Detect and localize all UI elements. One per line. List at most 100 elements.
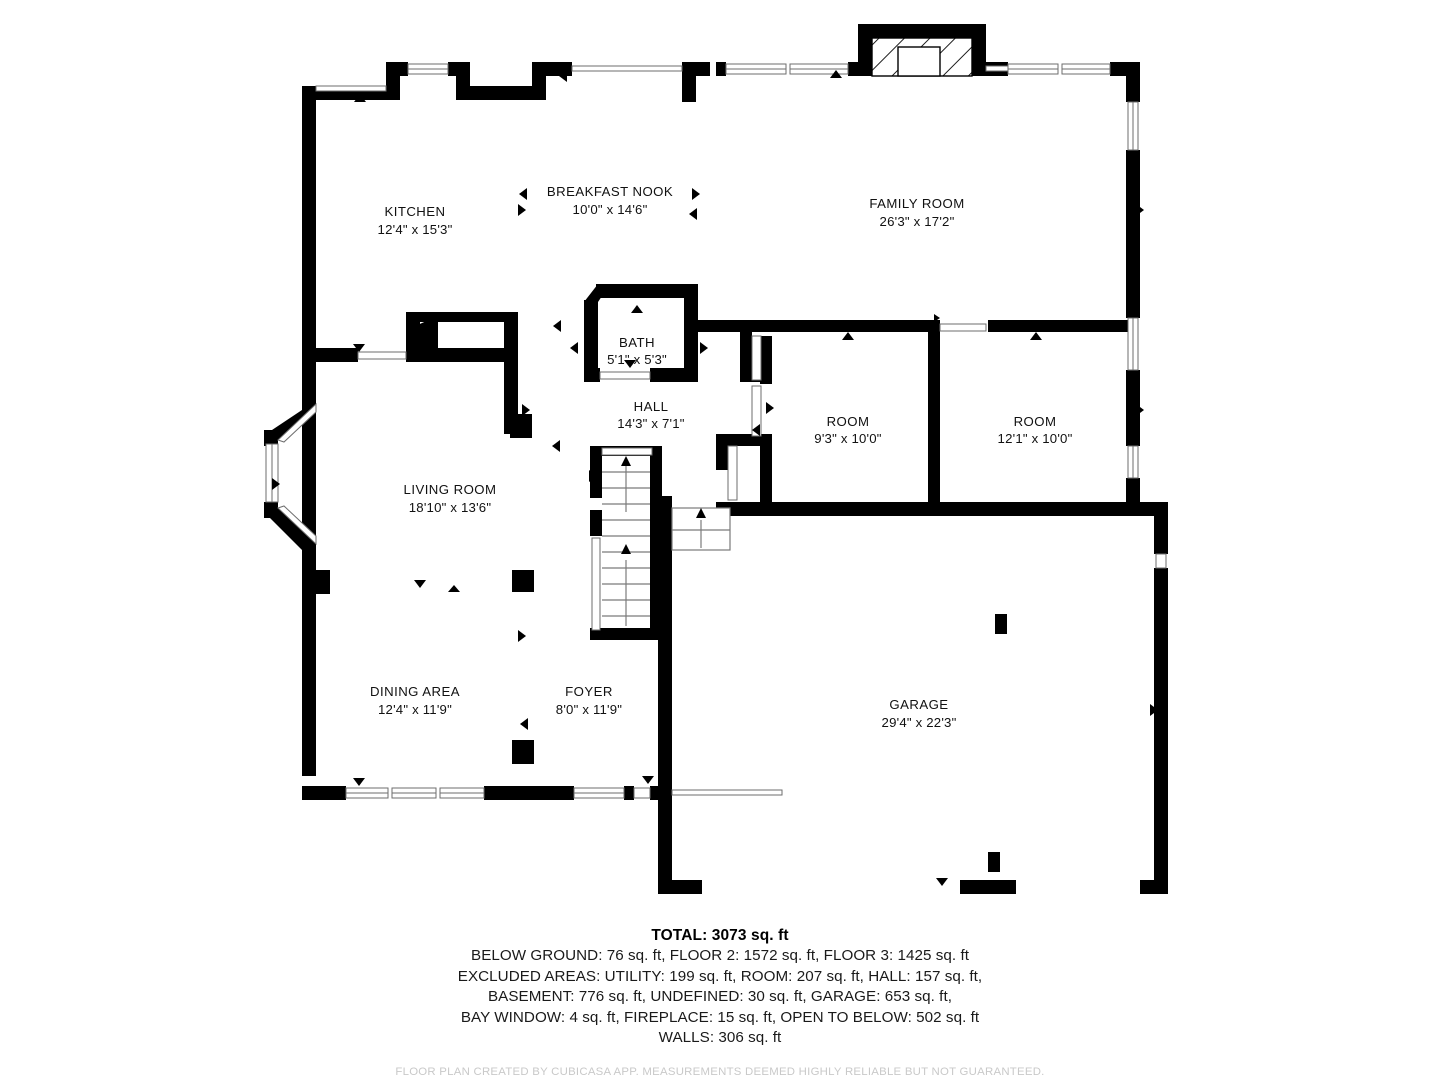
door-marker-kitchen-w (308, 208, 316, 220)
room-dim-room-center: 9'3" x 10'0" (814, 431, 882, 446)
door-marker-room-center-s (942, 508, 954, 516)
window-frame-north-1a (716, 62, 726, 76)
room-dim-dining-area: 12'4" x 11'9" (378, 702, 452, 717)
door-marker-family-n (830, 70, 842, 78)
wall-stair-landing-cap (650, 496, 672, 508)
total-area-text: TOTAL: 3073 sq. ft (651, 927, 789, 944)
door-marker-hall-e (766, 402, 774, 414)
wall-rooms-north-a (698, 320, 934, 332)
window-bay-lower (277, 505, 317, 546)
wall-closet-west (740, 330, 752, 378)
wall-fireplace-sw (858, 62, 872, 76)
summary-line-4: BAY WINDOW: 4 sq. ft, FIREPLACE: 15 sq. … (460, 1008, 980, 1026)
wall-bay-angle-top (266, 404, 316, 440)
room-label-layer: KITCHEN 12'4" x 15'3" BREAKFAST NOOK 10'… (370, 184, 1073, 730)
wall-bath-south-a (584, 368, 600, 382)
door-marker-bath-nw (553, 320, 561, 332)
wall-pantry-post (510, 414, 532, 438)
opening-stair-top (601, 447, 653, 456)
wall-pantry-angled (406, 316, 438, 362)
door-marker-bath-w (570, 342, 578, 354)
room-dim-bath: 5'1" x 5'3" (607, 352, 667, 367)
door-marker-garage-n (826, 508, 838, 516)
wall-bath-west (584, 300, 598, 380)
room-label-living-room: LIVING ROOM (404, 482, 497, 497)
summary-line-3: BASEMENT: 776 sq. ft, UNDEFINED: 30 sq. … (488, 988, 952, 1005)
room-dim-kitchen: 12'4" x 15'3" (378, 222, 453, 237)
window-bay-upper (277, 402, 317, 443)
door-marker-room-center-n (842, 332, 854, 340)
room-label-family-room: FAMILY ROOM (869, 196, 964, 211)
door-marker-dining-s (353, 778, 365, 786)
staircase (602, 456, 731, 628)
wall-nook-north-stub (682, 62, 696, 102)
wall-room-center-west-b (760, 368, 772, 384)
door-marker-hall-room (752, 424, 760, 436)
wall-garage-east-b (1154, 568, 1168, 884)
room-dim-hall: 14'3" x 7'1" (617, 416, 685, 431)
wall-exterior-east-b (1126, 370, 1140, 446)
wall-garage-south-b (960, 880, 1016, 894)
opening-stair-west (591, 537, 601, 631)
wall-foyer-south-b (650, 786, 672, 800)
door-marker-family-e (1136, 204, 1144, 216)
wall-stair-west-a (590, 446, 602, 498)
room-dim-breakfast-nook: 10'0" x 14'6" (573, 202, 648, 217)
wall-room-center-west-c (760, 440, 772, 516)
door-marker-bath-n (631, 305, 643, 313)
door-marker-garage-s (936, 878, 948, 886)
wall-foyer-south-a (512, 786, 560, 800)
opening-kitchen-living (357, 351, 407, 360)
room-dim-garage: 29'4" x 22'3" (882, 715, 957, 730)
wall-nook-north-a (456, 86, 546, 100)
door-marker-living-e (518, 630, 526, 642)
door-marker-kitchen-living (353, 344, 365, 352)
door-marker-bay (272, 478, 280, 490)
door-marker-dining-e (520, 718, 528, 730)
wall-garage-east-a (1154, 502, 1168, 554)
room-label-room-center: ROOM (827, 414, 870, 429)
door-marker-nook-w (519, 188, 527, 200)
room-dim-living-room: 18'10" x 13'6" (409, 500, 492, 515)
garage-column-north (995, 614, 1007, 634)
room-label-breakfast-nook: BREAKFAST NOOK (547, 184, 673, 199)
wall-hall-closet-north (716, 434, 772, 446)
door-marker-hall-w (552, 440, 560, 452)
wall-bath-east (684, 284, 698, 380)
wall-kitchen-south-a (302, 348, 358, 362)
door-marker-bath-s (624, 360, 636, 368)
door-marker-room-east-s (1090, 502, 1102, 510)
room-label-room-east: ROOM (1014, 414, 1057, 429)
door-marker-pantry-s (457, 350, 469, 358)
wall-stair-west-b (590, 510, 602, 536)
wall-garage-south-c (1140, 880, 1168, 894)
door-marker-nook-e1 (692, 188, 700, 200)
room-dim-room-east: 12'1" x 10'0" (998, 431, 1073, 446)
door-marker-foyer-s (642, 776, 654, 784)
wall-kitchen-north-b (386, 62, 408, 76)
window-frame-north-1b (848, 62, 858, 76)
room-dim-family-room: 26'3" x 17'2" (880, 214, 955, 229)
wall-nook-north-b (532, 62, 572, 76)
room-label-dining-area: DINING AREA (370, 684, 460, 699)
door-marker-living-ne (522, 404, 530, 416)
wall-bath-south-b (650, 368, 698, 382)
wall-exterior-west (302, 86, 316, 776)
wall-fireplace-north (858, 24, 986, 38)
door-marker-room-e (1136, 404, 1144, 416)
wall-layer (264, 24, 1168, 894)
wall-living-west-post (302, 570, 330, 594)
wall-garage-south-a (658, 880, 702, 894)
wall-bath-north (596, 284, 698, 298)
opening-rooms-north (939, 323, 987, 332)
living-room-column (512, 570, 534, 592)
door-marker-room-east-n (1030, 332, 1042, 340)
opening-hall-closet (727, 445, 738, 501)
door-marker-nook-n (559, 70, 567, 82)
wall-fireplace-se (972, 62, 986, 76)
room-label-hall: HALL (634, 399, 669, 414)
stair-up-arrow-lower (621, 544, 631, 554)
opening-foyer-garage (671, 789, 783, 796)
